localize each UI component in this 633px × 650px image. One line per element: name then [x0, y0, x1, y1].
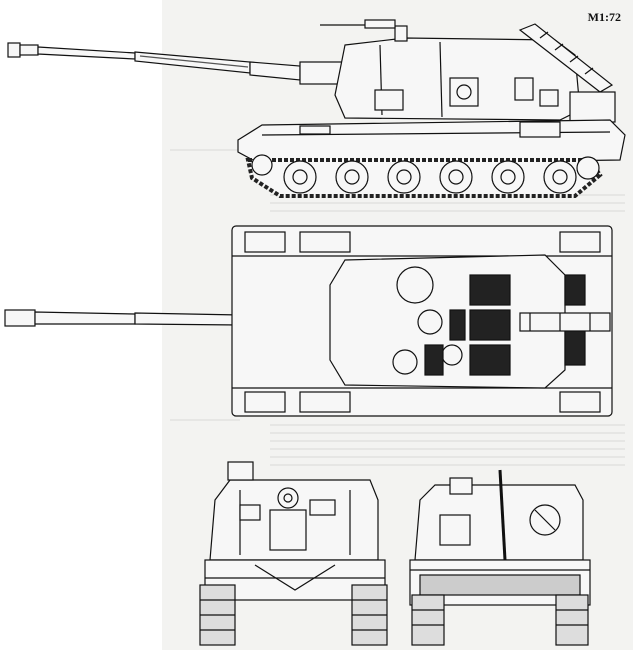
top-rear-mechanism [519, 312, 611, 332]
front-view [199, 461, 388, 646]
rear-tracks [411, 594, 589, 646]
side-view [7, 19, 626, 198]
rear-turret [414, 469, 584, 561]
side-ladder [518, 23, 616, 123]
front-turret [209, 461, 379, 561]
front-tracks [199, 584, 388, 646]
rear-view [409, 469, 591, 646]
top-view [4, 225, 613, 417]
scale-label: M1:72 [587, 10, 621, 24]
top-dark-panels [424, 274, 586, 376]
side-hull [237, 119, 626, 166]
side-turret [320, 19, 581, 121]
side-gun-barrel [7, 42, 361, 85]
side-road-wheels [251, 154, 600, 194]
